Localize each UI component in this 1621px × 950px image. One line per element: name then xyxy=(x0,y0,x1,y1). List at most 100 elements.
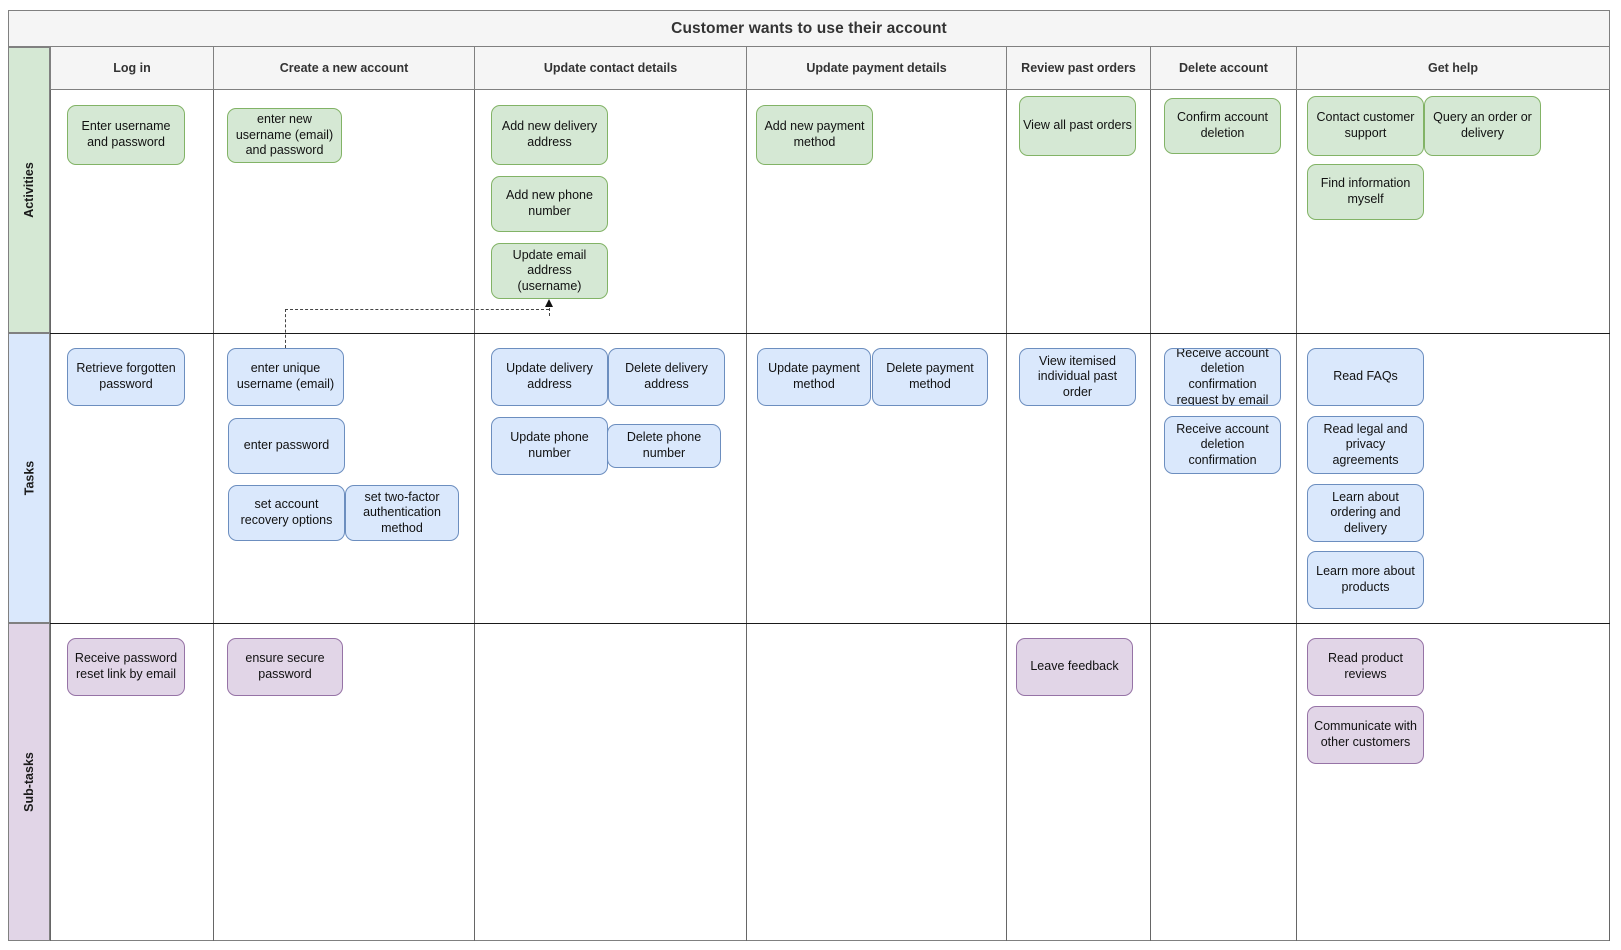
note-text: ensure secure password xyxy=(245,651,325,681)
note-activities[interactable]: Find information myself xyxy=(1307,164,1424,220)
note-text: View itemised individual past order xyxy=(1037,353,1118,399)
note-text: Enter username and password xyxy=(81,119,171,149)
note-task[interactable]: set account recovery options xyxy=(228,485,345,541)
note-activities[interactable]: Update email address (username) xyxy=(491,243,608,299)
note-text: Update email address (username) xyxy=(512,247,587,293)
note-text: enter new username (email) and password xyxy=(235,112,334,158)
connector-arrowhead-icon xyxy=(545,299,553,307)
note-text: enter unique username (email) xyxy=(236,361,335,391)
note-text: Update delivery address xyxy=(506,361,593,391)
note-text: set two-factor authentication method xyxy=(363,489,441,535)
note-text: Leave feedback xyxy=(1030,659,1119,674)
note-text: Receive account deletion confirmation re… xyxy=(1176,348,1269,406)
note-subtask[interactable]: Receive password reset link by email xyxy=(67,638,185,696)
note-text: Learn about ordering and delivery xyxy=(1330,489,1401,535)
note-activities[interactable]: Add new phone number xyxy=(491,176,608,232)
column-header-text: Review past orders xyxy=(1021,61,1136,75)
note-activities[interactable]: Add new delivery address xyxy=(491,105,608,165)
row-label-text: Activities xyxy=(22,162,36,218)
note-activities[interactable]: Enter username and password xyxy=(67,105,185,165)
note-task[interactable]: Delete delivery address xyxy=(608,348,725,406)
note-task[interactable]: View itemised individual past order xyxy=(1019,348,1136,406)
column-header-text: Log in xyxy=(113,61,151,75)
note-activities[interactable]: Add new payment method xyxy=(756,105,873,165)
note-subtask[interactable]: Read product reviews xyxy=(1307,638,1424,696)
note-task[interactable]: enter unique username (email) xyxy=(227,348,344,406)
page-title: Customer wants to use their account xyxy=(671,19,947,37)
cell-subtasks-get-help xyxy=(1296,623,1610,941)
note-activities[interactable]: enter new username (email) and password xyxy=(227,108,342,163)
note-task[interactable]: Read legal and privacy agreements xyxy=(1307,416,1424,474)
note-text: Read product reviews xyxy=(1327,651,1404,681)
note-text: Update phone number xyxy=(510,430,589,460)
note-task[interactable]: Receive account deletion confirmation re… xyxy=(1164,348,1281,406)
note-text: View all past orders xyxy=(1023,118,1132,133)
note-text: Retrieve forgotten password xyxy=(76,361,176,391)
note-task[interactable]: Delete payment method xyxy=(872,348,988,406)
note-task[interactable]: Receive account deletion confirmation xyxy=(1164,416,1281,474)
row-label-text: Tasks xyxy=(21,460,36,496)
column-header-text: Create a new account xyxy=(279,61,409,75)
note-text: set account recovery options xyxy=(240,497,333,527)
note-task[interactable]: Learn more about products xyxy=(1307,551,1424,609)
column-header-create-a-new-account[interactable]: Create a new account xyxy=(213,47,475,90)
column-header-text: Update payment details xyxy=(806,61,947,75)
note-text: Learn more about products xyxy=(1316,564,1415,594)
row-separator-activities-tasks xyxy=(50,333,1610,334)
row-label-text: Sub-tasks xyxy=(22,752,36,812)
note-task[interactable]: Update phone number xyxy=(491,417,608,475)
connector-segment-vertical-start xyxy=(285,309,286,348)
note-task[interactable]: Learn about ordering and delivery xyxy=(1307,484,1424,542)
row-label-activities[interactable]: Activities xyxy=(8,47,50,333)
note-task[interactable]: Read FAQs xyxy=(1307,348,1424,406)
column-header-get-help[interactable]: Get help xyxy=(1296,47,1610,90)
note-task[interactable]: Update payment method xyxy=(757,348,871,406)
note-text: Delete phone number xyxy=(626,430,702,460)
cell-subtasks-update-payment-details xyxy=(746,623,1007,941)
row-separator-tasks-subtasks xyxy=(50,623,1610,624)
note-task[interactable]: Delete phone number xyxy=(607,424,721,468)
row-label-tasks[interactable]: Tasks xyxy=(8,333,50,623)
note-activities[interactable]: Contact customer support xyxy=(1307,96,1424,156)
column-header-update-payment-details[interactable]: Update payment details xyxy=(746,47,1007,90)
note-subtask[interactable]: Leave feedback xyxy=(1016,638,1133,696)
note-text: Add new phone number xyxy=(506,188,593,218)
note-task[interactable]: Retrieve forgotten password xyxy=(67,348,185,406)
note-text: Contact customer support xyxy=(1316,110,1415,140)
note-text: Read FAQs xyxy=(1333,369,1398,384)
connector-segment-vertical-end xyxy=(549,308,550,316)
note-activities[interactable]: Query an order or delivery xyxy=(1424,96,1541,156)
column-header-text: Update contact details xyxy=(543,61,678,75)
column-header-text: Get help xyxy=(1427,61,1478,75)
note-activities[interactable]: Confirm account deletion xyxy=(1164,98,1281,154)
cell-tasks-get-help xyxy=(1296,333,1610,623)
note-text: Add new delivery address xyxy=(501,119,598,149)
note-text: Read legal and privacy agreements xyxy=(1323,421,1408,467)
note-text: enter password xyxy=(243,438,330,453)
connector-segment-horizontal xyxy=(285,309,549,310)
board-title-bar: Customer wants to use their account xyxy=(8,10,1610,47)
note-subtask[interactable]: ensure secure password xyxy=(227,638,343,696)
note-task[interactable]: set two-factor authentication method xyxy=(345,485,459,541)
note-text: Confirm account deletion xyxy=(1176,110,1268,140)
note-text: Communicate with other customers xyxy=(1314,719,1417,749)
note-activities[interactable]: View all past orders xyxy=(1019,96,1136,156)
note-text: Add new payment method xyxy=(764,119,865,149)
column-header-delete-account[interactable]: Delete account xyxy=(1150,47,1297,90)
note-text: Delete payment method xyxy=(886,361,974,391)
column-header-log-in[interactable]: Log in xyxy=(50,47,214,90)
column-header-review-past-orders[interactable]: Review past orders xyxy=(1006,47,1151,90)
note-subtask[interactable]: Communicate with other customers xyxy=(1307,706,1424,764)
note-text: Delete delivery address xyxy=(625,361,708,391)
note-task[interactable]: enter password xyxy=(228,418,345,474)
column-header-text: Delete account xyxy=(1179,61,1268,75)
column-header-update-contact-details[interactable]: Update contact details xyxy=(474,47,747,90)
cell-subtasks-update-contact-details xyxy=(474,623,747,941)
note-text: Update payment method xyxy=(768,361,860,391)
note-text: Receive account deletion confirmation xyxy=(1176,421,1269,467)
note-text: Query an order or delivery xyxy=(1433,110,1532,140)
row-label-subtasks[interactable]: Sub-tasks xyxy=(8,623,50,941)
note-task[interactable]: Update delivery address xyxy=(491,348,608,406)
cell-activities-get-help xyxy=(1296,90,1610,333)
